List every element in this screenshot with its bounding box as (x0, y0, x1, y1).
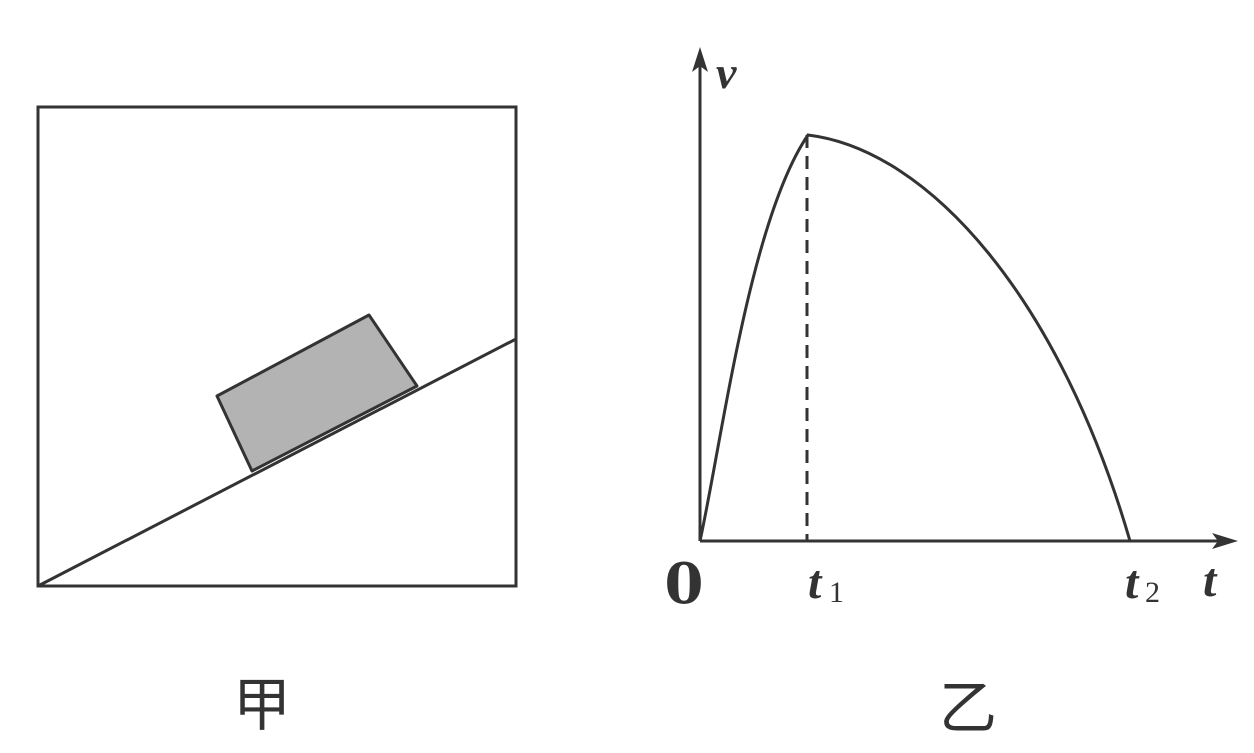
velocity-curve (698, 133, 1132, 542)
t1-label-sub: 1 (829, 576, 844, 609)
vt-graph-panel (692, 47, 1238, 549)
t1-label: t 1 (808, 556, 844, 609)
sliding-block (215, 313, 419, 473)
caption-left: 甲 (233, 671, 291, 739)
t2-label-sub: 2 (1145, 576, 1160, 609)
caption-right: 乙 (939, 674, 997, 742)
t2-label: t 2 (1125, 556, 1160, 609)
x-axis-label: t (1203, 554, 1218, 607)
incline-panel (36, 105, 518, 588)
y-axis-label: v (716, 47, 737, 98)
t1-label-base: t (808, 556, 823, 609)
y-axis-arrow-icon (692, 47, 708, 72)
x-axis-arrow-icon (1212, 533, 1238, 549)
incline-surface (37, 337, 517, 588)
t2-label-base: t (1125, 556, 1140, 609)
origin-label: 0 (665, 551, 704, 617)
incline-frame (36, 105, 518, 588)
